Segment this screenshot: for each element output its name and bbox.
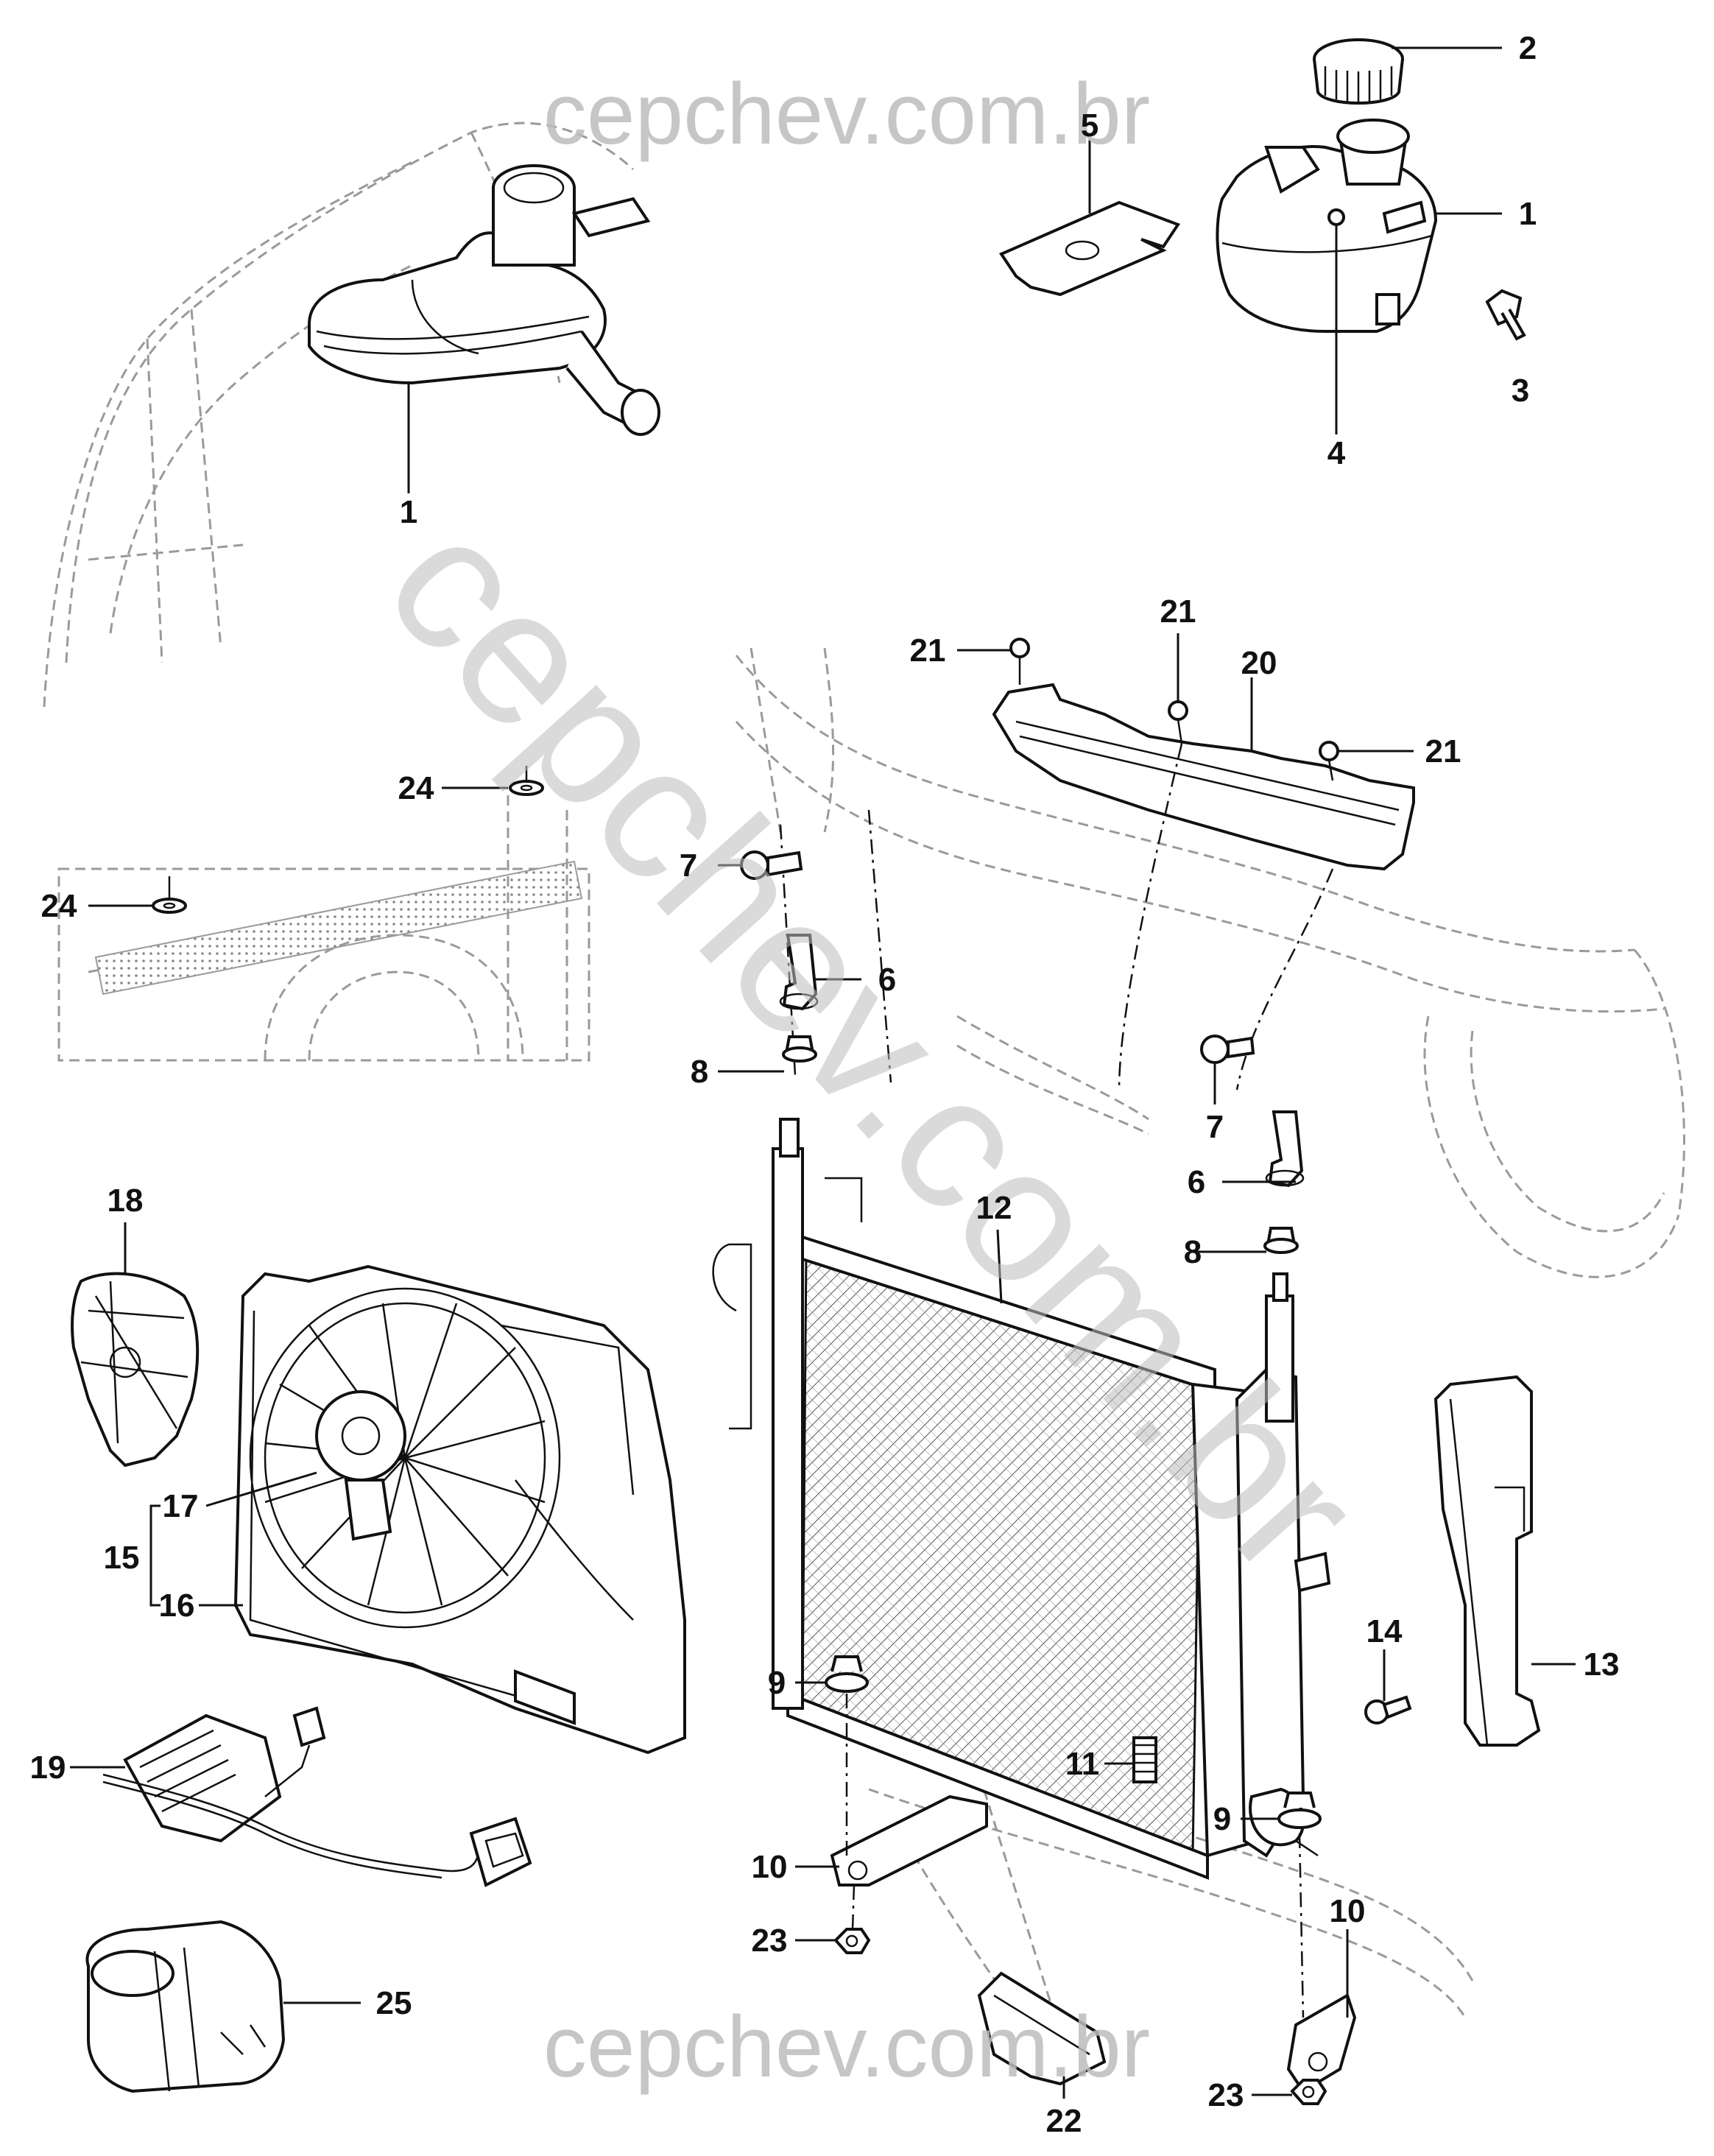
callout-24-lower: 24 bbox=[41, 888, 77, 924]
callout-23-left: 23 bbox=[752, 1923, 788, 1959]
callout-1-installed: 1 bbox=[400, 494, 417, 530]
callout-3-bolt: 3 bbox=[1512, 373, 1529, 409]
bracket-6-left bbox=[779, 934, 819, 1011]
bleed-screw bbox=[1327, 208, 1345, 226]
watermark-bottom: cepchev.com.br bbox=[543, 1998, 1150, 2096]
nut-23-left bbox=[833, 1928, 871, 1954]
callout-7-right: 7 bbox=[1206, 1109, 1224, 1145]
callout-12-condenser: 12 bbox=[976, 1190, 1012, 1226]
callout-11-spring: 11 bbox=[1065, 1746, 1100, 1782]
callout-14-bolt: 14 bbox=[1366, 1613, 1403, 1649]
callout-8-left: 8 bbox=[691, 1054, 708, 1090]
fan-shroud-assembly bbox=[233, 1264, 686, 1755]
bolt-7-left bbox=[740, 850, 803, 880]
reservoir-bracket bbox=[999, 200, 1181, 297]
callout-1-tank: 1 bbox=[1519, 196, 1537, 232]
bracket-10-left bbox=[830, 1794, 988, 1886]
callout-25-module: 25 bbox=[376, 1985, 412, 2021]
lower-dashlines bbox=[845, 1694, 1305, 2018]
leader-lines bbox=[70, 46, 1576, 2099]
condenser-radiator-assembly bbox=[712, 1118, 1331, 1880]
callout-9-left: 9 bbox=[768, 1665, 786, 1701]
callout-6-left: 6 bbox=[878, 962, 896, 998]
callout-24-upper: 24 bbox=[398, 770, 434, 806]
upper-air-deflector bbox=[992, 683, 1415, 871]
bracket-10-right bbox=[1286, 1993, 1357, 2093]
callout-23-right: 23 bbox=[1208, 2077, 1244, 2113]
callout-21-middle: 21 bbox=[1160, 593, 1196, 630]
callout-2-cap: 2 bbox=[1519, 30, 1537, 66]
callout-5-bracket: 5 bbox=[1081, 108, 1098, 144]
watermark-top: cepchev.com.br bbox=[543, 66, 1150, 163]
coolant-reservoir-installed bbox=[308, 164, 660, 436]
callout-6-right: 6 bbox=[1188, 1164, 1205, 1200]
callout-10-left: 10 bbox=[752, 1849, 788, 1885]
callout-15-shroud: 15 bbox=[104, 1540, 140, 1576]
module-25 bbox=[85, 1920, 286, 2093]
reservoir-bolt bbox=[1485, 289, 1526, 341]
bolt-7-right bbox=[1200, 1035, 1255, 1064]
reservoir-cap bbox=[1313, 38, 1404, 105]
callout-20-panel: 20 bbox=[1241, 645, 1277, 681]
callout-9-right: 9 bbox=[1213, 1801, 1231, 1837]
bushing-8-left bbox=[782, 1035, 817, 1063]
callout-labels: 1 1 2 3 4 5 6 6 7 7 8 8 9 9 10 10 11 12 … bbox=[30, 30, 1620, 2139]
callout-4-screw: 4 bbox=[1327, 435, 1346, 471]
callout-8-right: 8 bbox=[1184, 1234, 1202, 1270]
callout-10-right: 10 bbox=[1330, 1893, 1366, 1929]
callout-17: 17 bbox=[163, 1488, 199, 1524]
coolant-reservoir bbox=[1216, 119, 1438, 333]
spring-11 bbox=[1132, 1736, 1157, 1783]
callout-18-cover: 18 bbox=[107, 1183, 144, 1219]
callout-19-harness: 19 bbox=[30, 1750, 66, 1786]
nut-23-right bbox=[1290, 2079, 1327, 2105]
bolt-14 bbox=[1364, 1695, 1412, 1725]
grommets-24 bbox=[152, 766, 544, 914]
callout-13-deflector: 13 bbox=[1584, 1646, 1620, 1683]
bracket-6-right bbox=[1265, 1110, 1305, 1188]
callout-16: 16 bbox=[159, 1588, 195, 1624]
callout-7-left: 7 bbox=[680, 848, 697, 884]
fan-cover-18 bbox=[71, 1272, 200, 1468]
bracket-22 bbox=[977, 1971, 1107, 2086]
callout-22-bracket: 22 bbox=[1046, 2103, 1082, 2139]
wiring-harness-19 bbox=[102, 1706, 532, 1887]
vehicle-body-context bbox=[43, 121, 1685, 2033]
callout-21-right: 21 bbox=[1425, 733, 1461, 769]
grommet-9-left bbox=[825, 1655, 869, 1693]
fastener-bolts-21 bbox=[1009, 638, 1339, 781]
side-air-deflector bbox=[1433, 1375, 1541, 1747]
bushing-8-right bbox=[1263, 1227, 1299, 1254]
callout-21-left: 21 bbox=[910, 633, 946, 669]
